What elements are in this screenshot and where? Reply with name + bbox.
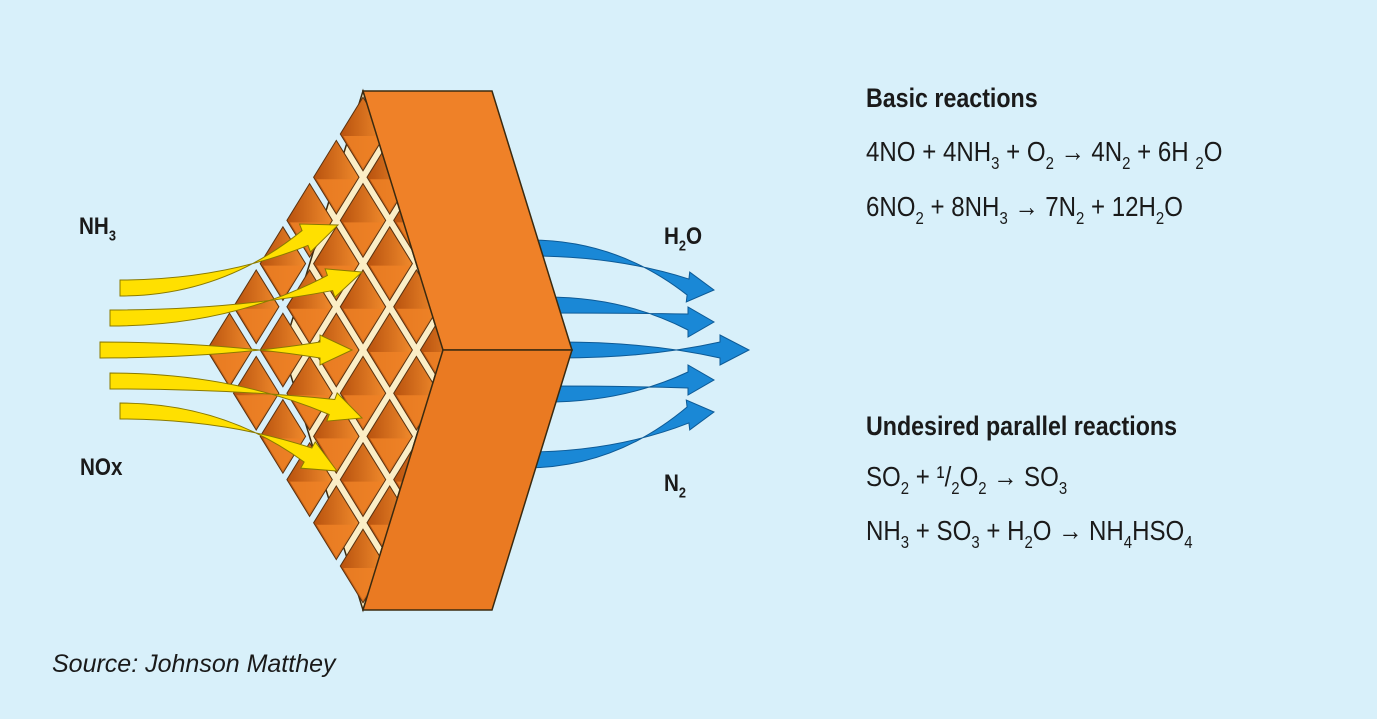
equation-text: O <box>1164 191 1183 222</box>
honeycomb-cell <box>366 225 413 302</box>
honeycomb-cell-floor <box>343 222 383 255</box>
equation-subscript: 3 <box>1058 477 1068 498</box>
honeycomb-cell <box>232 269 280 345</box>
equation-text: + ¹/ <box>909 461 952 492</box>
honeycomb-cell <box>366 312 413 388</box>
honeycomb-cell-floor <box>263 352 303 384</box>
inlet-arrow <box>109 372 364 422</box>
equation-text: + O <box>999 136 1046 167</box>
equation-text: + 12H <box>1084 191 1156 222</box>
honeycomb-cell <box>339 269 387 345</box>
honeycomb-cell-floor <box>343 308 383 341</box>
honeycomb-cell-floor <box>236 308 276 341</box>
equation-text: O → NH <box>1032 515 1124 546</box>
honeycomb-cell-floor <box>370 265 410 298</box>
honeycomb-cell-floor <box>209 352 250 384</box>
equation-text: HSO <box>1132 515 1185 546</box>
equation-subscript: 2 <box>1024 531 1033 552</box>
basic-reactions-heading: Basic reactions <box>866 83 1038 113</box>
honeycomb-cell-floor <box>316 524 356 557</box>
honeycomb-cell <box>339 441 387 518</box>
equation-text: + H <box>979 515 1025 546</box>
undesired-reactions-heading: Undesired parallel reactions <box>866 411 1178 441</box>
equation-text: SO <box>866 461 901 492</box>
equation-text: 6NO <box>866 191 916 222</box>
undesired-reaction-equation-2: NH3 + SO3 + H2O → NH4HSO4 <box>866 515 1193 550</box>
equation-subscript: 2 <box>1155 207 1165 228</box>
inlet-arrows <box>99 223 364 472</box>
inlet-arrow <box>119 223 340 297</box>
equation-text: + 6H <box>1130 136 1196 167</box>
inlet-arrow <box>109 268 364 327</box>
equation-subscript: 2 <box>1045 152 1054 173</box>
source-caption: Source: Johnson Matthey <box>52 650 336 678</box>
equation-subscript: 3 <box>971 531 980 552</box>
equation-subscript: 2 <box>1076 207 1085 228</box>
honeycomb-cell <box>313 485 360 561</box>
equation-subscript: 2 <box>951 477 960 498</box>
equation-text: + SO <box>909 515 972 546</box>
catalyst-side-face <box>361 349 574 611</box>
honeycomb-cell-floor <box>289 308 330 341</box>
honeycomb-cell-floor <box>370 352 410 384</box>
honeycomb-cell-floor <box>343 395 383 427</box>
outlet-arrow <box>559 334 751 366</box>
basic-reaction-equation-2: 6NO2 + 8NH3 → 7N2 + 12H2O <box>866 191 1183 226</box>
outlet-arrow <box>529 239 715 303</box>
inlet-arrow <box>119 402 339 472</box>
equation-subscript: 4 <box>1184 531 1193 552</box>
equation-subscript: 3 <box>999 207 1008 228</box>
nox-label: NOx <box>80 454 123 481</box>
honeycomb-cell <box>259 225 307 302</box>
honeycomb-cell <box>286 355 333 431</box>
outlet-arrow <box>524 399 715 469</box>
honeycomb-cell-floor <box>236 395 276 427</box>
outlet-arrow <box>545 296 716 338</box>
h2o-label: H2O <box>664 223 703 255</box>
honeycomb-cell <box>339 528 387 604</box>
honeycomb-cell <box>313 139 360 215</box>
basic-reaction-equation-1: 4NO + 4NH3 + O2 → 4N2 + 6H 2O <box>866 136 1223 171</box>
equation-text: O <box>959 461 979 492</box>
honeycomb-cell-floor <box>289 481 330 514</box>
honeycomb-cell-floor <box>343 136 383 168</box>
outlet-arrows <box>524 239 751 469</box>
honeycomb-cell-floor <box>263 265 303 298</box>
honeycomb-cell <box>339 182 387 259</box>
honeycomb-cell-floor <box>316 179 356 211</box>
equation-text: 4NO + 4NH <box>866 136 992 167</box>
equation-text: → 4N <box>1053 136 1123 167</box>
equation-subscript: 3 <box>991 152 1000 173</box>
honeycomb-cell-floor <box>316 438 356 471</box>
honeycomb-cell <box>259 398 307 475</box>
equation-subscript: 2 <box>978 477 987 498</box>
equation-text: O <box>1203 136 1223 167</box>
equation-text: + 8NH <box>923 191 1000 222</box>
equation-text: → 7N <box>1007 191 1077 222</box>
undesired-reaction-equation-1: SO2 + ¹/2O2 → SO3 <box>866 461 1067 496</box>
nh3-label: NH3 <box>79 213 116 245</box>
outlet-arrow <box>545 364 716 403</box>
equation-subscript: 2 <box>915 207 924 228</box>
n2-label: N2 <box>664 470 687 502</box>
honeycomb-cell-floor <box>396 308 437 341</box>
equation-subscript: 2 <box>900 477 910 498</box>
equation-subscript: 2 <box>1195 152 1204 173</box>
equation-subscript: 4 <box>1123 531 1133 552</box>
inlet-arrow <box>99 334 354 366</box>
equation-subscript: 2 <box>1122 152 1131 173</box>
honeycomb-cell-floor <box>343 481 383 514</box>
equation-text: → SO <box>986 461 1059 492</box>
equation-subscript: 3 <box>900 531 910 552</box>
equation-text: NH <box>866 515 901 546</box>
honeycomb-cell <box>366 398 413 475</box>
honeycomb-cell-floor <box>370 438 410 471</box>
